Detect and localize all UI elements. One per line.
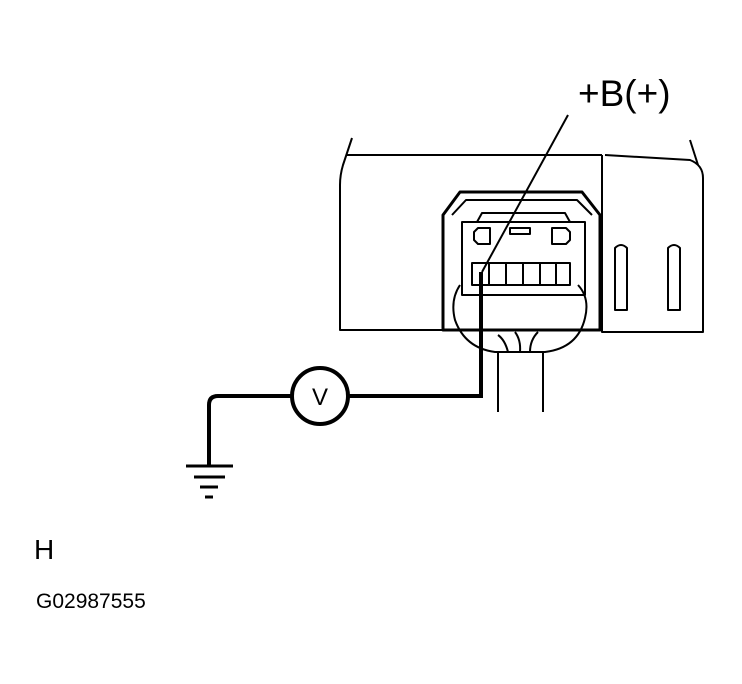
voltmeter: V bbox=[290, 366, 350, 426]
terminal-label: +B(+) bbox=[578, 73, 671, 114]
figure-id: G02987555 bbox=[36, 590, 146, 613]
ground-symbol-icon bbox=[186, 464, 233, 499]
caption-letter: H bbox=[34, 534, 55, 565]
connector bbox=[441, 190, 602, 353]
probe-wire-positive bbox=[348, 272, 483, 398]
terminal-leader-line bbox=[481, 114, 569, 273]
voltmeter-symbol: V bbox=[312, 384, 328, 411]
module-housing bbox=[339, 137, 704, 333]
probe-wire-ground bbox=[207, 394, 292, 466]
wire-harness bbox=[497, 331, 544, 412]
